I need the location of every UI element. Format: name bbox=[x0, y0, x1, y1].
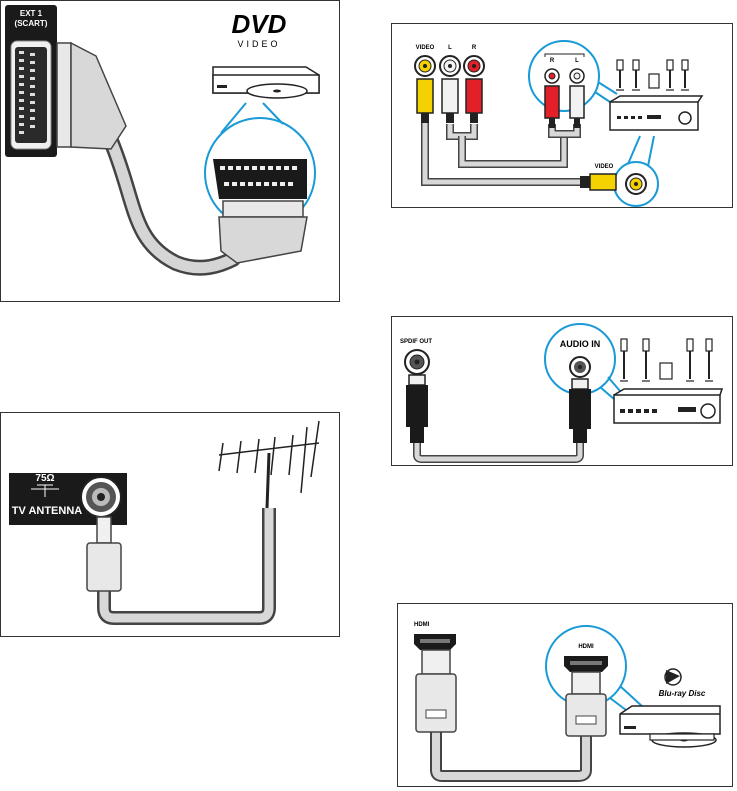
home-theater-system-icon bbox=[610, 60, 702, 130]
home-theater-system-icon bbox=[614, 339, 722, 423]
dvd-player-icon bbox=[213, 67, 319, 98]
tv-spdif-jack bbox=[405, 350, 429, 374]
audio-in-label: AUDIO IN bbox=[560, 339, 601, 349]
device-r-label: R bbox=[550, 58, 555, 64]
tv-audio-r-jack bbox=[464, 56, 484, 76]
antenna-coax-plug bbox=[87, 517, 121, 591]
scart-plug-right bbox=[219, 201, 307, 263]
plug-audio-red bbox=[466, 79, 482, 113]
device-audio-in-jack bbox=[570, 357, 590, 377]
bluray-logo-icon bbox=[665, 669, 681, 685]
device-hdmi-port bbox=[564, 656, 608, 672]
tv-video-jack bbox=[415, 56, 435, 76]
antenna-icon bbox=[219, 421, 319, 508]
scart-plug-left bbox=[57, 43, 126, 149]
scart-port-label-line2: (SCART) bbox=[15, 19, 48, 28]
tv-hdmi-port bbox=[414, 634, 456, 650]
tv-audio-l-jack bbox=[440, 56, 460, 76]
rca-l-label: L bbox=[448, 45, 452, 51]
hdmi-left-label: HDMI bbox=[414, 622, 430, 628]
hdmi-right-label: HDMI bbox=[578, 644, 594, 650]
hdmi-plug-right bbox=[566, 672, 606, 736]
bluray-logo-text: Blu-ray Disc bbox=[659, 689, 706, 698]
bluray-player-icon bbox=[620, 706, 720, 747]
tv-antenna-label: TV ANTENNA bbox=[12, 505, 83, 517]
rca-connection-panel: VIDEO L R R L bbox=[391, 23, 733, 208]
dvd-logo-sub: VIDEO bbox=[237, 39, 280, 49]
spdif-plug-left bbox=[409, 375, 425, 385]
device-scart-socket bbox=[213, 159, 307, 199]
device-video-jack bbox=[626, 174, 646, 194]
plug-video-yellow bbox=[417, 79, 433, 113]
device-video-label: VIDEO bbox=[595, 164, 614, 170]
dvd-logo: DVD bbox=[232, 9, 287, 39]
antenna-connection-panel: 75Ω TV ANTENNA bbox=[0, 412, 340, 637]
rca-r-label: R bbox=[472, 45, 477, 51]
spdif-connection-panel: SPDIF OUT AUDIO IN bbox=[391, 316, 733, 466]
scart-port-label-line1: EXT 1 bbox=[20, 9, 43, 18]
spdif-out-label: SPDIF OUT bbox=[400, 339, 432, 345]
hdmi-plug-left bbox=[416, 650, 456, 732]
antenna-impedance-label: 75Ω bbox=[35, 473, 54, 484]
rca-video-label: VIDEO bbox=[416, 45, 435, 51]
plug-audio-white bbox=[442, 79, 458, 113]
scart-connection-panel: DVD VIDEO EXT 1 (SCART) bbox=[0, 0, 340, 302]
spdif-plug-right bbox=[572, 379, 588, 389]
device-l-label: L bbox=[575, 58, 579, 64]
hdmi-connection-panel: HDMI HDMI Blu-ray Disc bbox=[397, 603, 733, 787]
callout-circle-audio bbox=[529, 41, 599, 111]
